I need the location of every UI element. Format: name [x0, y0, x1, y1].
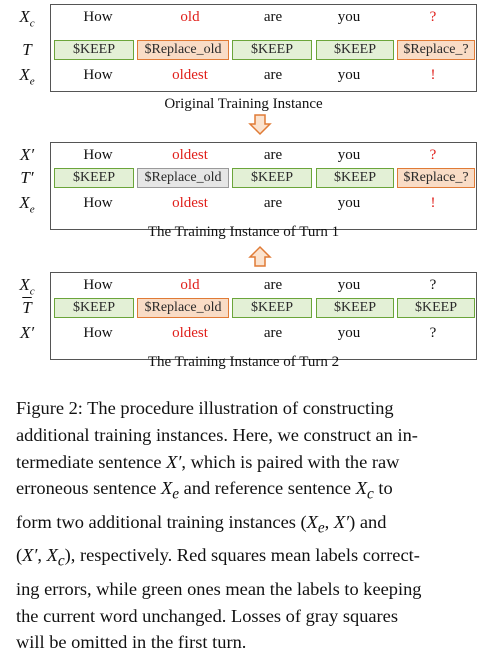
word-cell: oldest — [172, 67, 208, 83]
tag-keep: $KEEP — [54, 298, 134, 318]
word-cell: How — [83, 67, 113, 83]
word-cell: you — [337, 9, 361, 25]
caption-line: Figure 2: The procedure illustration of … — [16, 398, 394, 418]
caption-line: form two additional training instances (… — [16, 511, 387, 537]
panel-frame — [50, 4, 477, 92]
word-cell: How — [83, 277, 113, 293]
panel-caption: Original Training Instance — [164, 96, 323, 112]
word-cell: ? — [429, 147, 437, 163]
panel-caption: The Training Instance of Turn 1 — [147, 224, 340, 240]
row-xe: Xe How oldest are you ! — [8, 192, 478, 216]
row-xc: Xc How old are you ? — [8, 274, 478, 298]
word-cell: old — [180, 9, 200, 25]
row-xprime: X′ How oldest are you ? — [8, 144, 478, 166]
row-t: T $KEEP $Replace_old $KEEP $KEEP $Replac… — [8, 39, 478, 61]
caption-line: termediate sentence X′, which is paired … — [16, 451, 400, 472]
row-label: Xc — [19, 275, 35, 298]
tag-keep: $KEEP — [316, 40, 394, 60]
caption-line: erroneous sentence Xe and reference sent… — [16, 478, 393, 504]
word-cell: are — [263, 67, 283, 83]
word-cell: you — [337, 147, 361, 163]
row-xe: Xe How oldest are you ! — [8, 64, 478, 88]
row-label: X′ — [19, 145, 35, 164]
tag-keep: $KEEP — [316, 168, 394, 188]
figure-caption: Figure 2: The procedure illustration of … — [16, 395, 476, 656]
word-cell: oldest — [172, 147, 208, 163]
word-cell: are — [263, 325, 283, 341]
tag-replace: $Replace_? — [397, 40, 475, 60]
tag-replace: $Replace_old — [137, 298, 229, 318]
row-xc: Xc How old are you ? — [8, 6, 478, 30]
word-cell: ! — [430, 67, 436, 83]
word-cell: you — [337, 325, 361, 341]
row-tbar: T $KEEP $Replace_old $KEEP $KEEP $KEEP — [8, 297, 478, 319]
row-label: T′ — [20, 168, 34, 187]
word-cell: ? — [429, 277, 437, 293]
word-cell: are — [263, 147, 283, 163]
tag-keep: $KEEP — [232, 40, 312, 60]
row-label: T — [22, 40, 32, 59]
word-cell: How — [83, 147, 113, 163]
tag-keep: $KEEP — [232, 168, 312, 188]
panel-frame — [50, 142, 477, 230]
row-label: Xe — [19, 193, 35, 216]
tag-keep: $KEEP — [54, 168, 134, 188]
word-cell: are — [263, 195, 283, 211]
word-cell: you — [337, 67, 361, 83]
word-cell: ? — [429, 9, 437, 25]
caption-line: the current word unchanged. Losses of gr… — [16, 605, 398, 626]
word-cell: you — [337, 195, 361, 211]
tag-replace: $Replace_old — [137, 40, 229, 60]
tag-keep: $KEEP — [397, 298, 475, 318]
tag-gray: $Replace_old — [137, 168, 229, 188]
word-cell: oldest — [172, 195, 208, 211]
word-cell: are — [263, 277, 283, 293]
tag-keep: $KEEP — [316, 298, 394, 318]
word-cell: ! — [430, 195, 436, 211]
tag-replace: $Replace_? — [397, 168, 475, 188]
row-label: Xe — [19, 65, 35, 88]
tag-keep: $KEEP — [54, 40, 134, 60]
word-cell: are — [263, 9, 283, 25]
word-cell: you — [337, 277, 361, 293]
up-arrow-icon — [248, 245, 272, 267]
tag-keep: $KEEP — [232, 298, 312, 318]
caption-line: additional training instances. Here, we … — [16, 424, 418, 445]
row-tprime: T′ $KEEP $Replace_old $KEEP $KEEP $Repla… — [8, 167, 478, 189]
word-cell: How — [83, 325, 113, 341]
panel-frame — [50, 272, 477, 360]
caption-line: will be omitted in the first turn. — [16, 632, 247, 653]
row-label: X′ — [19, 323, 35, 342]
caption-line: ing errors, while green ones mean the la… — [16, 578, 422, 599]
word-cell: How — [83, 195, 113, 211]
word-cell: ? — [429, 325, 437, 341]
row-label: Xc — [19, 7, 35, 30]
word-cell: oldest — [172, 325, 208, 341]
word-cell: old — [180, 277, 200, 293]
panel-caption: The Training Instance of Turn 2 — [147, 354, 340, 370]
down-arrow-icon — [248, 114, 272, 136]
row-xprime: X′ How oldest are you ? — [8, 322, 478, 344]
word-cell: How — [83, 9, 113, 25]
caption-line: (X′, Xc), respectively. Red squares mean… — [16, 545, 420, 570]
row-label: T — [22, 298, 32, 317]
